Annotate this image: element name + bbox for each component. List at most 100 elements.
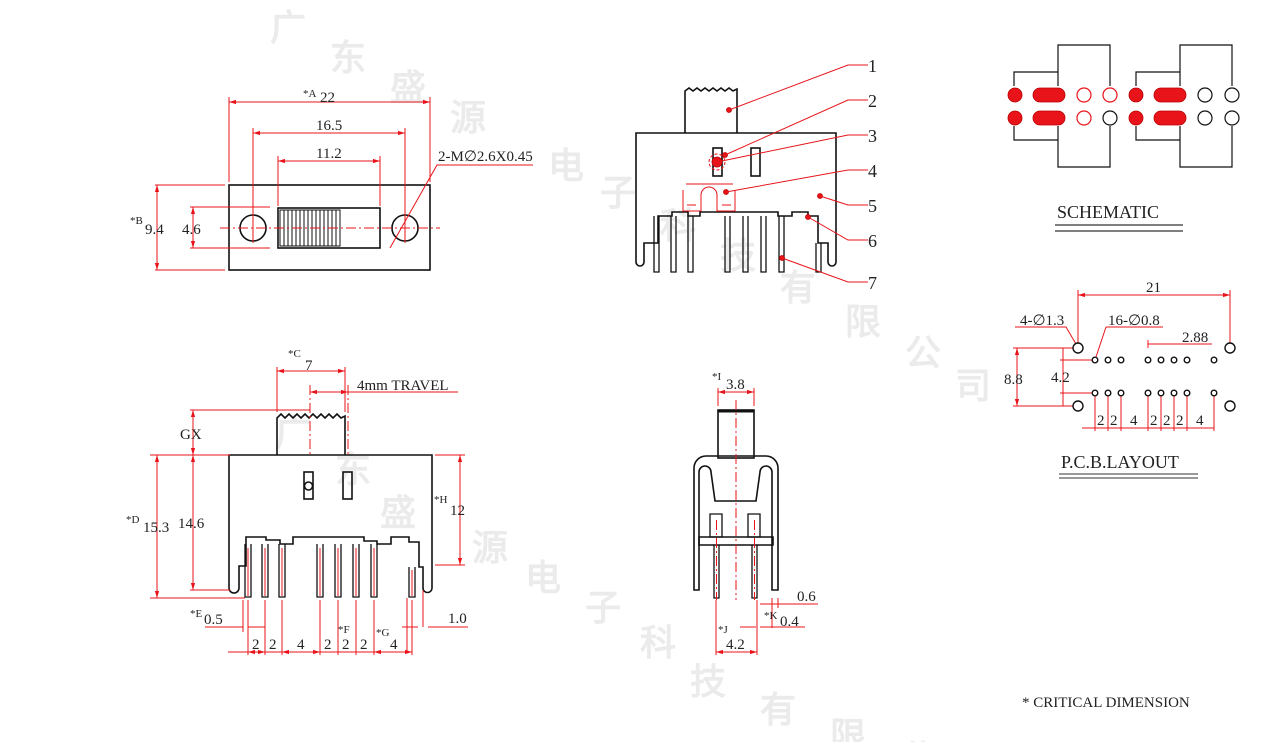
critical-dimension-note: * CRITICAL DIMENSION (1022, 695, 1190, 711)
schematic-contact (1128, 110, 1144, 126)
front-dimension-lines (150, 367, 468, 655)
dim-slot-length: 11.2 (316, 146, 342, 162)
schematic-slider (1032, 87, 1066, 103)
schematic-contact (1007, 110, 1023, 126)
callout-7: 7 (868, 273, 877, 293)
watermark-char: 技 (690, 662, 726, 703)
watermark-char: 广 (270, 8, 306, 49)
watermark-char: 子 (600, 173, 636, 214)
schematic-contact (1197, 110, 1213, 126)
watermark-char: 电 (548, 146, 584, 187)
dim-f-label: *F (338, 624, 350, 636)
callout-3: 3 (868, 126, 877, 146)
schematic-contact (1076, 87, 1092, 103)
callout-5: 5 (868, 196, 877, 216)
watermark-char: 司 (955, 366, 991, 407)
dim-j-value: 4.2 (726, 637, 745, 653)
pin-spacing: 2 (360, 637, 368, 653)
detent-slot (303, 471, 314, 500)
watermark-char: 有 (780, 268, 816, 309)
top-dimension-lines (154, 97, 533, 271)
schematic-contact (1076, 110, 1092, 126)
dim-h-label: *H (434, 494, 448, 506)
pin-spacing: 2 (252, 637, 260, 653)
schematic-contact (1128, 87, 1144, 103)
schematic-contact (1197, 87, 1213, 103)
watermark-char: 广 (275, 413, 311, 454)
pcb-layout: 21 4-∅1.3 16-∅0.8 2.88 8.8 4.2 2 2 4 2 2… (1004, 280, 1236, 479)
side-view: *I 3.8 0.6 *K 0.4 *J 4.2 (693, 371, 818, 655)
dim-k-label: *K (764, 610, 778, 622)
watermark: 广 东 盛 源 电 子 科 技 有 限 公 司 广 东 盛 源 电 子 科 技 … (270, 8, 991, 742)
schematic: SCHEMATIC (1007, 44, 1240, 232)
dim-hole-pitch: 16.5 (316, 118, 342, 134)
watermark-char: 技 (720, 236, 756, 277)
dim-j-label: *J (718, 624, 729, 636)
schematic-wiring (1013, 44, 1233, 168)
pcb-mount-hole (1072, 342, 1084, 354)
pcb-spacing: 2 (1097, 413, 1105, 429)
pin-spacing: 2 (324, 637, 332, 653)
pcb-title-underline (1059, 473, 1198, 479)
contact-outline (682, 153, 736, 212)
watermark-char: 科 (660, 206, 696, 247)
callout-6: 6 (868, 231, 877, 251)
pcb-big-holes: 4-∅1.3 (1020, 313, 1064, 329)
pcb-dim-288: 2.88 (1182, 330, 1208, 346)
dim-k-value: 0.4 (780, 614, 799, 630)
pcb-dim-42: 4.2 (1051, 370, 1070, 386)
schematic-contact (1102, 87, 1118, 103)
detent-ball (303, 481, 314, 491)
dim-i-label: *I (712, 371, 722, 383)
watermark-char: 电 (525, 558, 561, 599)
schematic-slider (1032, 110, 1066, 126)
pin-spacing: 4 (297, 637, 305, 653)
watermark-char: 公 (905, 333, 941, 374)
schematic-contact (1007, 87, 1023, 103)
schematic-contact (1224, 87, 1240, 103)
pcb-spacing: 2 (1110, 413, 1118, 429)
pcb-width: 21 (1146, 280, 1161, 296)
side-housing (693, 455, 779, 591)
pin-spacing: 2 (269, 637, 277, 653)
dim-body-height: 14.6 (178, 516, 205, 532)
dim-c-value: 7 (305, 358, 313, 374)
callout-4: 4 (868, 161, 877, 181)
dim-pin-width: 0.6 (797, 589, 816, 605)
dim-d-value: 15.3 (143, 520, 169, 536)
watermark-char: 盛 (390, 68, 426, 109)
schematic-slider (1153, 87, 1187, 103)
dim-b-label: *B (130, 215, 143, 227)
callout-actuator (684, 87, 738, 133)
callout-leaders (716, 64, 868, 283)
schematic-title-underline (1055, 224, 1183, 232)
pin-spacing: 4 (390, 637, 398, 653)
dim-b-value: 9.4 (145, 222, 164, 238)
pcb-dim-88: 8.8 (1004, 372, 1023, 388)
pcb-spacing: 2 (1163, 413, 1171, 429)
pcb-title: P.C.B.LAYOUT (1061, 452, 1179, 472)
watermark-char: 限 (845, 302, 881, 343)
watermark-char: 限 (830, 716, 866, 742)
front-body-outline (228, 454, 433, 594)
travel-label: 4mm TRAVEL (357, 378, 449, 394)
dim-d-label: *D (126, 514, 140, 526)
watermark-char: 有 (760, 690, 796, 731)
dim-a-value: 22 (320, 90, 335, 106)
dim-e-value: 0.5 (204, 612, 223, 628)
callout-body (635, 132, 837, 267)
pcb-spacing: 2 (1176, 413, 1184, 429)
pcb-mount-hole (1224, 400, 1236, 412)
gx-label: GX (180, 427, 202, 443)
watermark-char: 公 (900, 738, 936, 742)
dim-g-label: *G (376, 627, 390, 639)
callout-2: 2 (868, 91, 877, 111)
dim-e-label: *E (190, 608, 203, 620)
watermark-char: 源 (450, 98, 486, 139)
watermark-char: 子 (585, 588, 621, 629)
watermark-char: 东 (335, 450, 371, 491)
top-view: *A 22 16.5 11.2 2-M∅2.6X0.45 *B 9.4 4.6 (130, 88, 533, 271)
watermark-char: 盛 (380, 493, 416, 534)
watermark-char: 科 (640, 623, 676, 664)
